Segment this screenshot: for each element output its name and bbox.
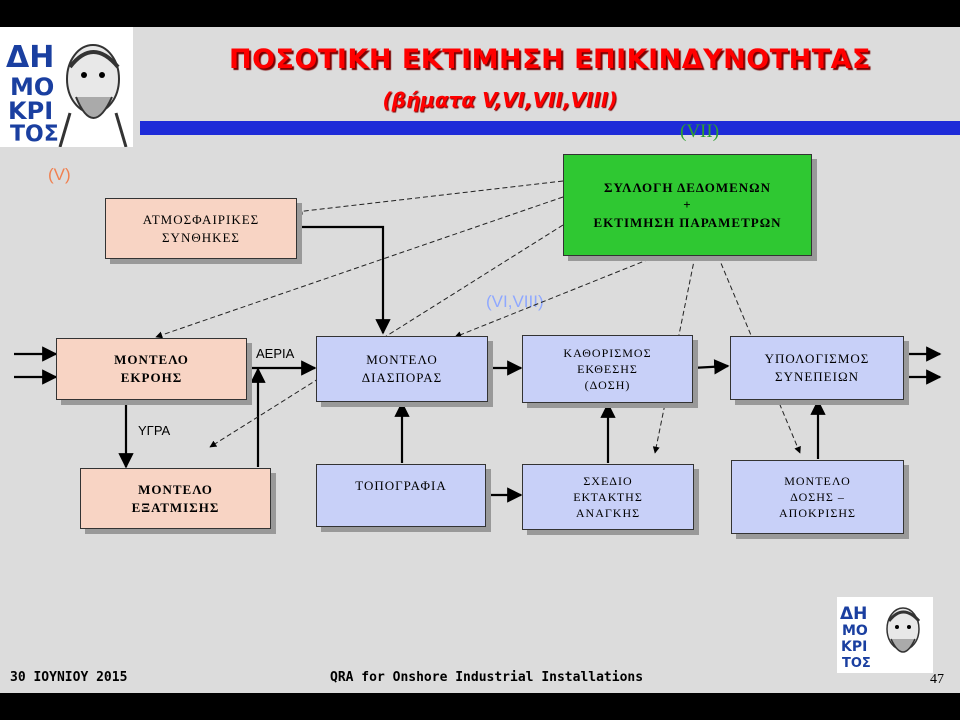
step-label-vi-viii: (VI,VIII) [486, 292, 544, 311]
box-consequence-calculation: ΥΠΟΛΟΓΙΣΜΟΣ ΣΥΝΕΠΕΙΩΝ [730, 336, 904, 400]
logo-democritus: ΔΗ ΜΟ ΚΡΙ ΤΟΣ [0, 27, 133, 148]
slide: ΔΗ ΜΟ ΚΡΙ ΤΟΣ ΠΟΣΟΤΙΚΗ ΕΚΤΙΜΗΣΗ ΕΠΙΚΙΝΔΥ… [0, 27, 960, 693]
box-data-collection: ΣΥΛΛΟΓΗ ΔΕΔΟΜΕΝΩΝ + ΕΚΤΙΜΗΣΗ ΠΑΡΑΜΕΤΡΩΝ [563, 154, 812, 256]
box-emergency-plan: ΣΧΕΔΙΟ ΕΚΤΑΚΤΗΣ ΑΝΑΓΚΗΣ [522, 464, 694, 530]
box-atmospheric-conditions: ΑΤΜΟΣΦΑΙΡΙΚΕΣ ΣΥΝΘΗΚΕΣ [105, 198, 297, 259]
box-dose-response-model: ΜΟΝΤΕΛΟ ΔΟΣΗΣ – ΑΠΟΚΡΙΣΗΣ [731, 460, 904, 534]
svg-text:ΤΟΣ: ΤΟΣ [842, 656, 871, 671]
svg-text:ΤΟΣ: ΤΟΣ [10, 122, 59, 147]
svg-text:ΔΗ: ΔΗ [840, 604, 867, 624]
svg-text:ΜΟ: ΜΟ [842, 623, 868, 639]
box-dispersion-model: ΜΟΝΤΕΛΟ ΔΙΑΣΠΟΡΑΣ [316, 336, 488, 402]
box-evaporation-model: ΜΟΝΤΕΛΟ ΕΞΑΤΜΙΣΗΣ [80, 468, 271, 529]
title-underline-bar [140, 121, 960, 135]
flow-label-liquid: ΥΓΡΑ [138, 423, 171, 438]
box-topography: ΤΟΠΟΓΡΑΦΙΑ [316, 464, 486, 527]
box-exposure-determination: ΚΑΘΟΡΙΣΜΟΣ ΕΚΘΕΣΗΣ (ΔΟΣΗ) [522, 335, 693, 403]
slide-subtitle: (βήματα V,VI,VII,VIII) [382, 88, 618, 112]
slide-title: ΠΟΣΟΤΙΚΗ ΕΚΤΙΜΗΣΗ ΕΠΙΚΙΝΔΥΝΟΤΗΤΑΣ [229, 44, 871, 75]
footer-course-title: QRA for Onshore Industrial Installations [330, 670, 644, 685]
footer-date: 30 ΙΟΥΝΙΟΥ 2015 [10, 670, 128, 685]
flow-label-gas: ΑΕΡΙΑ [256, 346, 295, 361]
svg-text:ΚΡΙ: ΚΡΙ [8, 97, 53, 125]
svg-text:ΜΟ: ΜΟ [10, 73, 54, 101]
step-label-v: (V) [48, 165, 71, 184]
logo-democritus-small: ΔΗ ΜΟ ΚΡΙ ΤΟΣ [837, 597, 933, 673]
step-label-vii: (VII) [680, 121, 720, 142]
page-number: 47 [930, 672, 944, 687]
box-release-model: ΜΟΝΤΕΛΟ ΕΚΡΟΗΣ [56, 338, 247, 400]
svg-text:ΚΡΙ: ΚΡΙ [841, 639, 867, 655]
svg-text:ΔΗ: ΔΗ [6, 40, 54, 75]
